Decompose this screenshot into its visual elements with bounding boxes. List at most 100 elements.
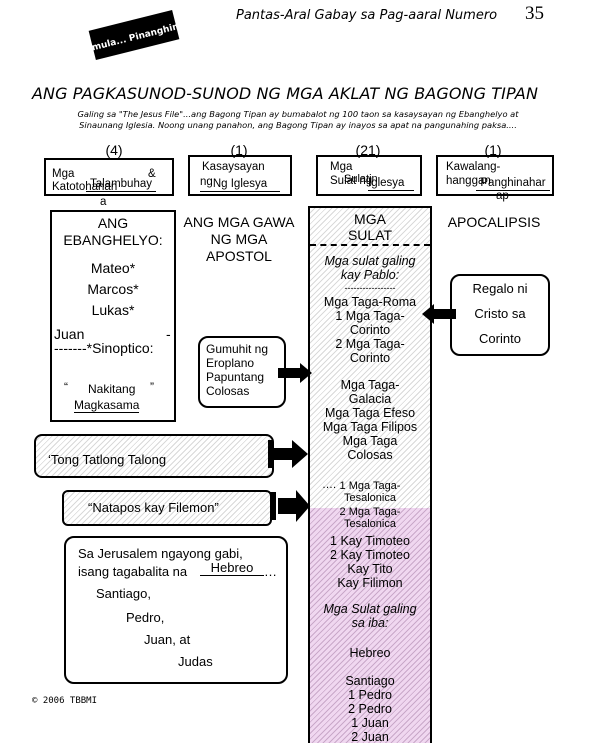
arrow-right-icon — [270, 490, 310, 522]
letter-efeso: Mga Taga Efeso — [324, 406, 416, 420]
acts-line: NG MGA — [210, 231, 268, 247]
letter-filimon: Kay Filimon — [337, 576, 403, 590]
tatlong-callout: ‘Tong Tatlong Talong — [34, 434, 274, 478]
nakitang-label: Nakitang — [88, 382, 136, 396]
letter-line: Mga Taga- — [340, 378, 400, 392]
divider — [310, 244, 430, 246]
gospel-item: Lukas* — [91, 302, 135, 318]
apocalypse-label: APOCALIPSIS — [447, 214, 541, 230]
callout-line: Sa Jerusalem ngayong gabi, — [78, 546, 243, 561]
ellipsis: … — [264, 564, 277, 579]
arrow-right-icon — [268, 440, 308, 468]
book-logo: Ang Simula... Pinanghimangle — [59, 6, 210, 66]
header-acts: Kasaysayan ng Ng Iglesya — [188, 155, 292, 196]
letter-tito: Kay Tito — [347, 562, 393, 576]
synoptic-label: -------*Sinoptico: — [54, 340, 154, 356]
gumuhit-callout: Gumuhit ng Eroplano Papuntang Colosas — [198, 336, 286, 408]
copyright: © 2006 TBBMI — [32, 696, 98, 706]
letter-line: Colosas — [347, 448, 393, 462]
quote-close: ” — [150, 380, 154, 394]
letter-colosas: Mga Taga Colosas — [308, 434, 432, 462]
letter-line: Tesalonica — [344, 492, 396, 504]
letter-roma: Mga Taga-Roma — [323, 295, 417, 309]
acts-line: APOSTOL — [206, 248, 272, 264]
header-label: Kasaysayan — [202, 161, 265, 173]
letters-title-line: SULAT — [347, 227, 393, 243]
callout-line: Cristo sa — [474, 306, 526, 321]
paul-rule: ----------------- — [344, 283, 396, 293]
callout-line: Regalo ni — [472, 281, 528, 296]
letter-galacia: Mga Taga- Galacia — [308, 378, 432, 406]
letter-1-tesalonica: 1 Mga Taga- Tesalonica — [308, 480, 432, 504]
letters-title-line: MGA — [354, 211, 386, 227]
header-fill-blank: Talambuhay — [86, 178, 156, 192]
letter-line: Tesalonica — [344, 518, 396, 530]
callout-line: isang tagabalita na — [78, 564, 188, 579]
letters-column-paul — [308, 206, 432, 510]
header-fill-blank: Sulatin — [344, 173, 378, 185]
letter-2-timoteo: 2 Kay Timoteo — [330, 548, 410, 562]
jerusalem-fill-blank: Hebreo — [200, 560, 264, 576]
callout-line: Colosas — [206, 384, 250, 398]
subtitle: Galing sa "The Jesus File"...ang Bagong … — [10, 109, 586, 131]
gospel-item: Marcos* — [87, 281, 139, 297]
header-fill-blank: Ng Iglesya — [200, 178, 280, 192]
acts-label: ANG MGA GAWA NG MGA APOSTOL — [176, 214, 302, 265]
letter-1-timoteo: 1 Kay Timoteo — [330, 534, 410, 548]
subtitle-line: Sinaunang Iglesia. Noong unang panahon, … — [79, 120, 517, 130]
letter-2-tesalonica: 2 Mga Taga- Tesalonica — [308, 506, 432, 530]
header-fill-blank: Iglesya — [368, 177, 414, 191]
header-label: ng — [200, 176, 213, 188]
letters-title: MGA SULAT — [308, 211, 432, 243]
apostle-name: Judas — [178, 654, 213, 669]
callout-text: ‘Tong Tatlong Talong — [48, 452, 167, 467]
header-label: hanggan — [446, 175, 491, 187]
letter-line: Corinto — [349, 351, 391, 365]
letter-1-juan: 1 Juan — [351, 716, 389, 730]
letter-filipos: Mga Taga Filipos — [322, 420, 418, 434]
header-label: Kawalang- — [446, 161, 501, 173]
magkasama-label: Magkasama — [74, 398, 140, 413]
acts-line: ANG MGA GAWA — [183, 214, 295, 230]
letter-line: 2 Mga Taga- — [335, 337, 405, 351]
count-letters: (21) — [355, 142, 381, 158]
letter-santiago: Santiago — [345, 674, 395, 688]
letters-column-others — [308, 508, 432, 743]
letter-line: Mga Taga — [342, 434, 398, 448]
letter-2-juan: 2 Juan — [351, 730, 389, 744]
filemon-callout: “Natapos kay Filemon” — [62, 490, 272, 526]
gospel-item: Juan — [54, 326, 85, 342]
others-heading-line: sa iba: — [351, 616, 389, 630]
others-heading-line: Mga Sulat galing — [323, 602, 417, 616]
letter-hebreo: Hebreo — [349, 646, 391, 660]
callout-text: “Natapos kay Filemon” — [88, 500, 219, 515]
paul-heading-line: Mga sulat galing — [324, 254, 416, 268]
header-letters: Mga Sulat ng Sulatin Iglesya — [316, 155, 422, 196]
letter-1-corinto: 1 Mga Taga- Corinto — [308, 309, 432, 337]
letter-line: 2 Mga Taga- — [339, 506, 401, 518]
arrow-left-icon — [422, 304, 456, 324]
callout-line: Gumuhit ng — [206, 342, 269, 356]
gospel-dash: - — [166, 326, 171, 342]
header-apocalypse: Kawalang- hanggan Panghinahar ap — [436, 155, 554, 202]
gospel-item: Mateo* — [90, 260, 136, 276]
header-label: Sulat ng — [330, 175, 373, 187]
letter-line: Corinto — [349, 323, 391, 337]
header-label: Mga — [52, 168, 75, 180]
subtitle-line: Galing sa "The Jesus File"...ang Bagong … — [77, 109, 519, 119]
page-number: 35 — [525, 3, 544, 24]
apostle-name: Juan, at — [144, 632, 191, 647]
apostle-name: Pedro, — [126, 610, 165, 625]
others-heading: Mga Sulat galing sa iba: — [308, 602, 432, 630]
running-title: Pantas-Aral Gabay sa Pag-aaral Numero — [236, 8, 498, 23]
ellipsis: …. — [322, 479, 337, 491]
quote-open: “ — [64, 380, 68, 394]
paul-heading-line: kay Pablo: — [340, 268, 400, 282]
page-title: ANG PAGKASUNOD-SUNOD NG MGA AKLAT NG BAG… — [32, 84, 539, 103]
callout-line: Papuntang — [206, 370, 265, 384]
header-gospels: Mga & Katotohanan Talambuhay a — [44, 158, 174, 208]
count-apocalypse: (1) — [484, 142, 502, 158]
header-label: Mga — [330, 161, 353, 173]
letter-2-pedro: 2 Pedro — [348, 702, 392, 716]
regalo-callout: Regalo ni Cristo sa Corinto — [450, 274, 550, 356]
